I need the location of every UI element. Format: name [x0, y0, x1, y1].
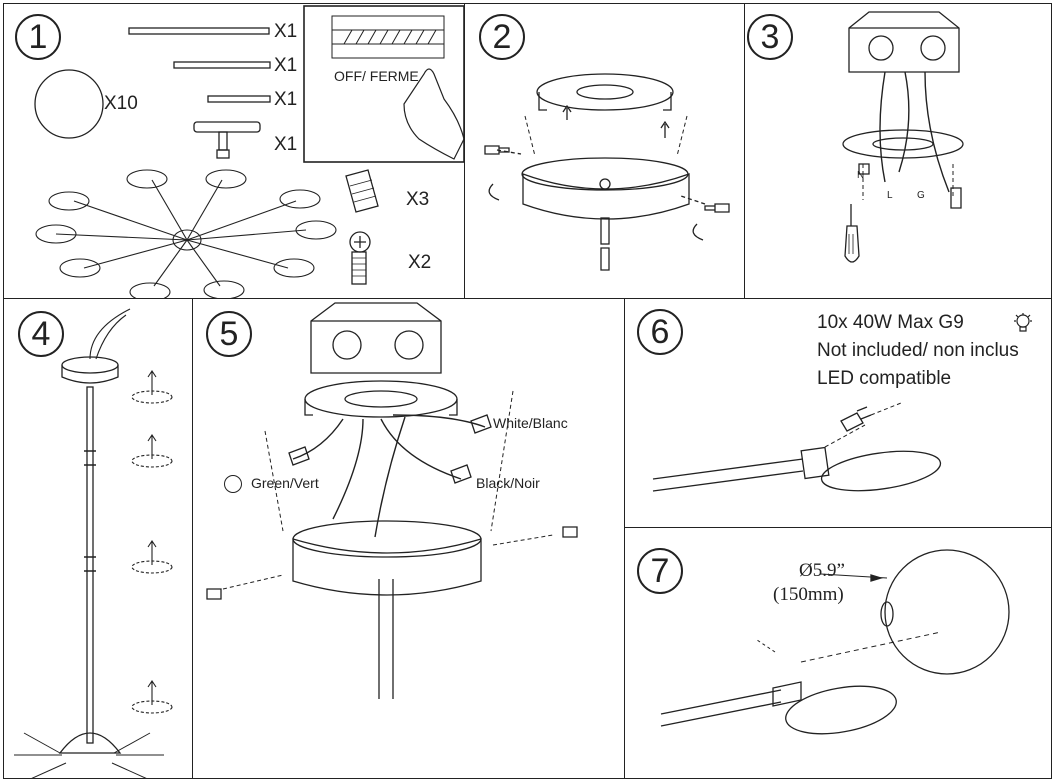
- globe-diameter-inches: Ø5.9”: [799, 560, 845, 581]
- socket: [800, 446, 830, 480]
- step-number-2: 2: [479, 14, 525, 60]
- screw-drawing: [349, 231, 371, 285]
- bulb-icon: [1014, 313, 1032, 332]
- wire-nut: [345, 169, 379, 213]
- ring-frame: [785, 685, 897, 735]
- step-2-canopy-drawing: [484, 73, 730, 271]
- screw-right: [562, 526, 578, 538]
- step-number-7: 7: [637, 548, 683, 594]
- qty-long-rod: X1: [274, 21, 298, 42]
- screw-left: [206, 588, 222, 600]
- hand-drawing: [403, 68, 464, 160]
- qty-wire-nuts: X3: [406, 189, 430, 210]
- arm-rod: [652, 458, 804, 492]
- canopy-shell: [292, 538, 482, 596]
- canopy-screw-right: [704, 203, 730, 213]
- bulb-spec-line-3: LED compatible: [817, 368, 952, 389]
- wire-nut-white: [470, 414, 492, 434]
- step-2-panel: 2: [464, 3, 746, 299]
- qty-screws: X2: [408, 252, 432, 273]
- step-4-stem-assembly-drawing: [14, 308, 173, 778]
- canopy-nipple: [600, 217, 610, 245]
- step-4-panel: 4: [3, 298, 193, 779]
- globe-diameter-mm: (150mm): [773, 584, 844, 605]
- qty-short-rod: X1: [274, 89, 298, 110]
- stem-rod: [86, 386, 94, 744]
- step-1-panel: 1 X1 X1 X1 X1 X10 X3 X2 OFF/ FERME: [3, 3, 465, 299]
- crossbar-plate: [842, 129, 964, 159]
- center-hub: [58, 732, 122, 754]
- white-wire-label: White/Blanc: [493, 415, 568, 431]
- arm-rod: [660, 689, 782, 727]
- black-wire-label: Black/Noir: [476, 475, 540, 491]
- step-number-3: 3: [747, 14, 793, 60]
- hook-bracket: [193, 121, 261, 133]
- step-7-panel: 7 Ø5.9” (150mm): [624, 527, 1052, 779]
- qty-globes: X10: [104, 93, 138, 114]
- bulb-spec-line-1: 10x 40W Max G9: [817, 312, 964, 333]
- switch-off-label: OFF/ FERME: [334, 68, 419, 84]
- ground-wire-label: G: [917, 190, 925, 201]
- step-5-wire-connection-drawing: [206, 302, 578, 699]
- ground-symbol-icon: [224, 475, 242, 493]
- step-6-panel: 6 10x 40W Max G9 Not included/ non inclu…: [624, 298, 1052, 528]
- neutral-wire-label: N: [857, 170, 865, 181]
- qty-medium-rod: X1: [274, 55, 298, 76]
- ground-screw: [858, 163, 870, 175]
- short-rod: [207, 95, 271, 103]
- medium-rod: [173, 61, 271, 69]
- step-3-wiring-drawing: [842, 11, 964, 263]
- chandelier-top-view: [35, 169, 337, 298]
- step-3-panel: 3 N L G: [744, 3, 1052, 299]
- canopy-screw-left: [484, 145, 510, 155]
- step-number-4: 4: [18, 311, 64, 357]
- stem-rod: [378, 579, 394, 699]
- mounting-plate: [536, 73, 674, 111]
- step-number-1: 1: [15, 14, 61, 60]
- rotate-arrows: [131, 370, 173, 714]
- step-6-bulb-drawing: [652, 402, 942, 492]
- step-number-5: 5: [206, 311, 252, 357]
- step-number-6: 6: [637, 309, 683, 355]
- ring-frame: [820, 450, 942, 492]
- qty-hook-bracket: X1: [274, 134, 298, 155]
- g9-bulb: [840, 406, 872, 432]
- breaker-box: [303, 5, 464, 163]
- wire-nut-black: [450, 464, 472, 484]
- green-wire-label: Green/Vert: [251, 475, 319, 491]
- bulb-spec-line-2: Not included/ non inclus: [817, 340, 1019, 361]
- junction-box: [848, 11, 960, 73]
- live-wire-label: L: [887, 190, 893, 201]
- breaker-row: [331, 15, 445, 59]
- crossbar-plate: [304, 380, 458, 418]
- wire-nut-green: [288, 446, 310, 466]
- canopy: [61, 356, 119, 374]
- canopy-shell: [522, 173, 690, 220]
- step-7-globe-drawing: [660, 549, 1010, 735]
- screwdriver: [844, 204, 860, 263]
- long-rod: [128, 27, 270, 35]
- glass-globe: [34, 69, 104, 139]
- step-1-parts-drawing: [34, 5, 464, 298]
- step-5-panel: 5 White/Blanc Black/Noir Green/Vert: [192, 298, 625, 779]
- glass-globe: [884, 549, 1010, 675]
